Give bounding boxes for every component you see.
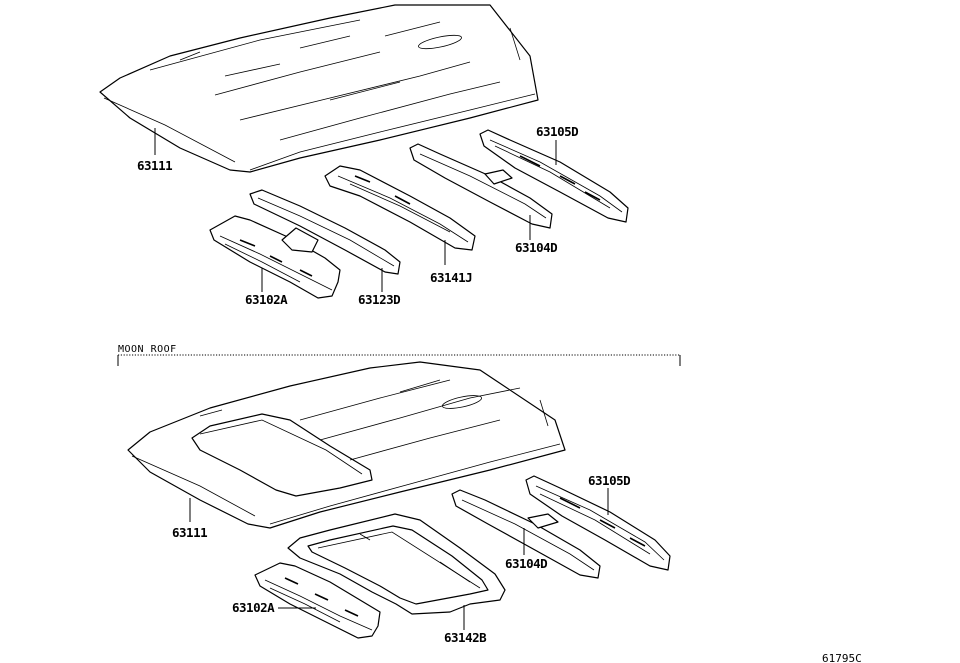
moon-roof-panel-label: 63111 [172, 525, 207, 540]
moon-rear-rail-label: 63105D [588, 473, 630, 488]
rear-bow-label: 63104D [515, 240, 557, 255]
moon-rear-bow-illustration [451, 489, 601, 579]
rear-bow-illustration [409, 143, 553, 229]
center-bow-illustration [324, 165, 476, 251]
moon-rear-rail-illustration [525, 475, 671, 571]
front-bow-label: 63123D [358, 292, 400, 307]
moon-roof-panel-illustration [127, 361, 566, 529]
moon-roof-section-title: MOON ROOF [118, 344, 177, 355]
moon-front-header-label: 63102A [232, 600, 275, 615]
center-bow-label: 63141J [430, 270, 472, 285]
moon-front-header-illustration [254, 562, 381, 639]
rear-rail-illustration [479, 129, 629, 223]
front-bow-illustration [249, 189, 401, 275]
rear-rail-label: 63105D [536, 124, 578, 139]
reinforcement-frame-illustration [287, 513, 506, 615]
illustration-id: 61795C [822, 652, 862, 663]
reinforcement-frame-label: 63142B [444, 630, 487, 645]
moon-roof-group: MOON ROOF 63111 63105D [117, 344, 681, 645]
standard-roof-group: 63111 63105D 63104D 63141J [99, 4, 629, 307]
front-header-label: 63102A [245, 292, 288, 307]
roof-panel-label: 63111 [137, 158, 172, 173]
front-header-illustration [209, 215, 341, 299]
roof-panel-illustration [99, 4, 539, 173]
moon-rear-bow-label: 63104D [505, 556, 547, 571]
